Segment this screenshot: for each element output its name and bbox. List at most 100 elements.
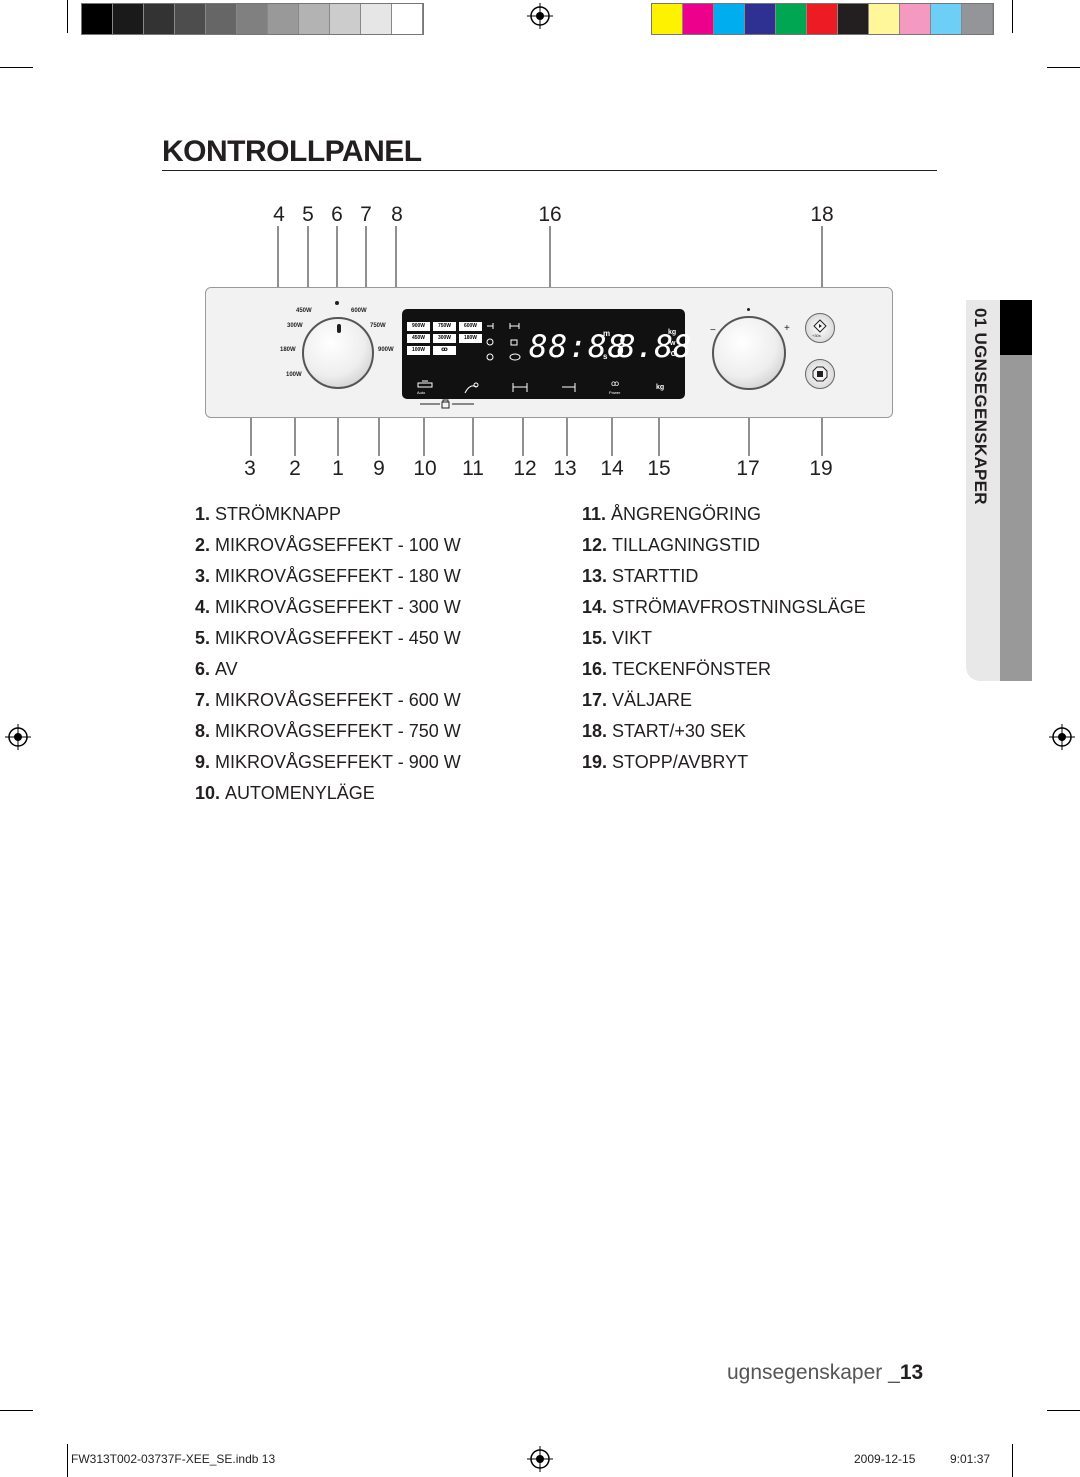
legend-number: 12. xyxy=(582,535,613,555)
legend-text: VÄLJARE xyxy=(612,690,693,710)
legend-item: 2. MIKROVÅGSEFFEKT - 100 W xyxy=(195,535,461,556)
callout-number: 14 xyxy=(600,457,624,480)
callout-number: 19 xyxy=(809,457,833,480)
legend-number: 2. xyxy=(195,535,216,555)
print-file-name: FW313T002-03737F-XEE_SE.indb 13 xyxy=(71,1452,276,1466)
callout-number: 4 xyxy=(273,203,285,226)
callout-number: 11 xyxy=(462,457,484,480)
legend-number: 7. xyxy=(195,690,216,710)
print-date: 2009-12-15 xyxy=(854,1452,916,1466)
callout-number: 5 xyxy=(302,203,314,226)
display-power-300w: 300W xyxy=(433,334,456,343)
legend-number: 15. xyxy=(582,628,613,648)
legend-item: 16. TECKENFÖNSTER xyxy=(582,659,771,680)
steam-clean-button[interactable] xyxy=(450,379,495,399)
display-unit-minutes: m xyxy=(603,329,611,338)
weight-button[interactable]: kg xyxy=(644,379,685,399)
selector-top-dot xyxy=(747,308,750,311)
display-power-100w: 100W xyxy=(407,346,430,355)
power-label: Power xyxy=(609,390,621,395)
dial-label-450w: 450W xyxy=(296,308,312,314)
gray-swatch xyxy=(237,4,268,34)
child-lock-indicator xyxy=(420,399,474,409)
legend-item: 4. MIKROVÅGSEFFEKT - 300 W xyxy=(195,597,461,618)
registration-target-icon xyxy=(5,724,31,750)
weight-label: kg xyxy=(656,384,665,391)
display-time-digits: 88:88 xyxy=(529,329,628,365)
legend-item: 5. MIKROVÅGSEFFEKT - 450 W xyxy=(195,628,461,649)
footer-label: ugnsegenskaper _ xyxy=(727,1361,900,1384)
color-swatch xyxy=(900,4,931,34)
legend-text: TILLAGNINGSTID xyxy=(612,535,761,555)
selector-dial[interactable] xyxy=(712,316,786,390)
color-swatch xyxy=(745,4,776,34)
color-swatch xyxy=(962,4,993,34)
selector-minus-icon: − xyxy=(710,325,716,336)
legend-item: 1. STRÖMKNAPP xyxy=(195,504,341,525)
color-swatch xyxy=(776,4,807,34)
dial-label-750w: 750W xyxy=(370,323,386,329)
gray-swatch xyxy=(175,4,206,34)
legend-text: MIKROVÅGSEFFEKT - 750 W xyxy=(215,721,461,741)
legend-number: 4. xyxy=(195,597,216,617)
print-time: 9:01:37 xyxy=(950,1452,991,1466)
display-unit-watt: w xyxy=(670,340,676,347)
color-swatch xyxy=(807,4,838,34)
legend-text: START/+30 SEK xyxy=(612,721,746,741)
callout-number: 1 xyxy=(332,457,344,480)
dial-label-600w: 600W xyxy=(351,308,367,314)
callout-leader-lines xyxy=(250,226,823,456)
legend-text: STARTTID xyxy=(612,566,699,586)
callout-number: 6 xyxy=(331,203,343,226)
gray-swatch xyxy=(82,4,113,34)
cook-time-icon xyxy=(512,383,528,392)
legend-number: 6. xyxy=(195,659,216,679)
stop-button[interactable] xyxy=(805,359,835,389)
legend-text: MIKROVÅGSEFFEKT - 450 W xyxy=(215,628,461,648)
legend-number: 14. xyxy=(582,597,613,617)
gray-swatch-bar xyxy=(81,3,424,35)
crop-mark xyxy=(1012,0,1013,33)
legend-text: STOPP/AVBRYT xyxy=(612,752,749,772)
legend-number: 5. xyxy=(195,628,216,648)
legend-item: 13. STARTTID xyxy=(582,566,698,587)
callout-number: 7 xyxy=(360,203,372,226)
power-dial[interactable] xyxy=(302,317,374,389)
callout-number: 13 xyxy=(553,457,577,480)
auto-menu-button[interactable]: Auto xyxy=(402,379,447,399)
legend-number: 16. xyxy=(582,659,613,679)
selector-plus-icon: + xyxy=(784,323,790,334)
crop-mark xyxy=(1012,1444,1013,1477)
color-swatch xyxy=(869,4,900,34)
legend-number: 17. xyxy=(582,690,613,710)
legend-number: 19. xyxy=(582,752,613,772)
gray-swatch xyxy=(299,4,330,34)
display-window: 900W 750W 600W 450W 300W 180W 100W ꝏ 88:… xyxy=(402,309,692,399)
defrost-icon: ꝏ xyxy=(611,379,620,388)
color-swatch xyxy=(652,4,683,34)
legend-item: 19. STOPP/AVBRYT xyxy=(582,752,748,773)
callout-number: 17 xyxy=(736,457,760,480)
legend-number: 1. xyxy=(195,504,216,524)
dial-label-180w: 180W xyxy=(280,347,296,353)
power-defrost-button[interactable]: ꝏ Power xyxy=(596,379,641,399)
display-power-450w: 450W xyxy=(407,334,430,343)
legend-text: MIKROVÅGSEFFEKT - 180 W xyxy=(215,566,461,586)
legend-item: 8. MIKROVÅGSEFFEKT - 750 W xyxy=(195,721,461,742)
footer-section-label: ugnsegenskaper _13 xyxy=(727,1361,923,1385)
gray-swatch xyxy=(144,4,175,34)
color-swatch xyxy=(714,4,745,34)
crop-mark xyxy=(0,67,33,68)
steam-clean-icon xyxy=(464,382,479,394)
legend-number: 18. xyxy=(582,721,613,741)
legend-item: 3. MIKROVÅGSEFFEKT - 180 W xyxy=(195,566,461,587)
legend-item: 14. STRÖMAVFROSTNINGSLÄGE xyxy=(582,597,866,618)
cook-time-button[interactable] xyxy=(499,379,544,399)
start-diamond-icon xyxy=(813,319,827,333)
display-weight-digits: 8.88 xyxy=(617,329,692,365)
legend-number: 3. xyxy=(195,566,216,586)
gray-swatch xyxy=(206,4,237,34)
display-power-900w: 900W xyxy=(407,322,430,331)
start-button[interactable] xyxy=(805,313,835,343)
start-time-button[interactable] xyxy=(548,379,593,399)
